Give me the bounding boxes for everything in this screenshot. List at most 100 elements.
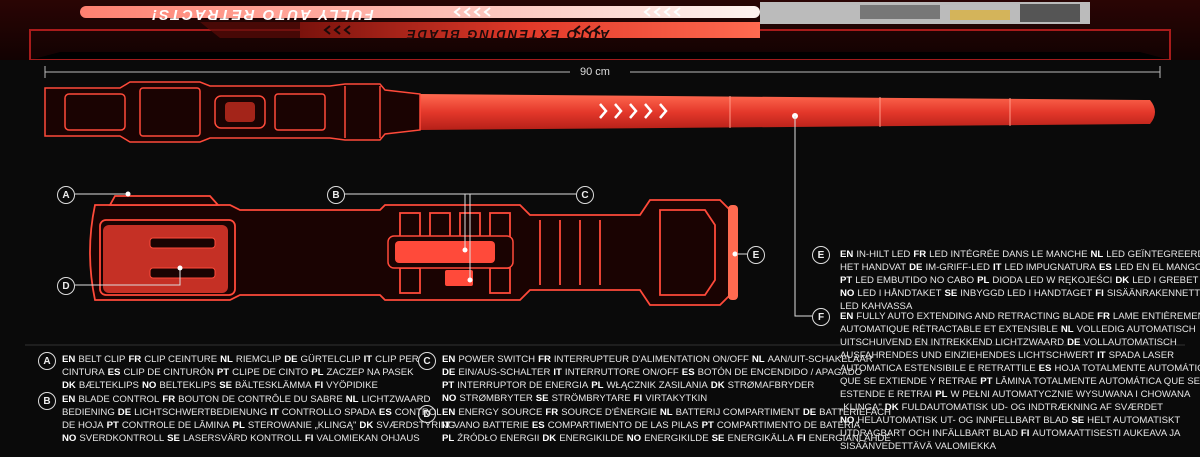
language-code: SE xyxy=(944,288,958,299)
legend-callout-a: A xyxy=(38,352,56,370)
legend-row: LED KAHVASSA xyxy=(840,300,1200,313)
translation-text: HET HANDVAT xyxy=(840,262,907,273)
language-code: DE xyxy=(802,407,817,418)
language-code: IT xyxy=(553,367,562,378)
callout-f: F xyxy=(812,308,830,326)
legend-callout-b: B xyxy=(38,392,56,410)
language-code: DE xyxy=(442,367,456,378)
language-code: DE xyxy=(284,354,298,365)
translation-text: ENERGIANLÄHDE xyxy=(808,433,891,444)
language-code: NL xyxy=(751,354,765,365)
language-code: EN xyxy=(62,354,76,365)
translation-text: SPADA LASER xyxy=(1108,350,1175,361)
callout-a: A xyxy=(57,186,75,204)
translation-text: CONTROLE DE LÂMINA xyxy=(121,420,230,431)
translation-text: AUSFAHRENDES UND EINZIEHENDES LICHTSCHWE… xyxy=(840,350,1095,361)
language-code: ES xyxy=(1098,262,1112,273)
language-code: NO xyxy=(840,415,855,426)
language-code: PT xyxy=(216,367,230,378)
translation-text: INTERRUPTEUR D'ALIMENTATION ON/OFF xyxy=(553,354,749,365)
language-code: NL xyxy=(1090,249,1104,260)
language-code: FR xyxy=(545,407,559,418)
callout-b: B xyxy=(327,186,345,204)
translation-text: ŹRÓDŁO ENERGII xyxy=(457,433,540,444)
legend-row: AUSFAHRENDES UND EINZIEHENDES LICHTSCHWE… xyxy=(840,349,1200,362)
translation-text: LICHTSCHWERTBEDIENUNG xyxy=(134,407,268,418)
language-code: PL xyxy=(311,367,324,378)
translation-text: SISÄÄNVEDETTÄVÄ VALOMIEKKA xyxy=(840,441,997,452)
language-code: FR xyxy=(913,249,927,260)
language-code: EN xyxy=(442,407,456,418)
translation-text: BELT CLIP xyxy=(78,354,126,365)
translation-text: UTDRAGBART OCH INFÄLLBART BLAD xyxy=(840,428,1018,439)
language-code: FR xyxy=(128,354,142,365)
translation-text: BATTERIJ COMPARTIMENT xyxy=(675,407,800,418)
translation-text: SVERDKONTROLL xyxy=(79,433,165,444)
translation-text: POWER SWITCH xyxy=(458,354,536,365)
translation-text: ENERGY SOURCE xyxy=(458,407,543,418)
translation-text: VANO BATTERIE xyxy=(453,420,529,431)
translation-text: CLIPE DE CINTO xyxy=(232,367,309,378)
translation-text: VYÖPIDIKE xyxy=(326,380,378,391)
language-code: PT xyxy=(701,420,714,431)
language-code: NO xyxy=(626,433,642,444)
translation-text: LED EMBUTIDO NO CABO xyxy=(855,275,975,286)
translation-text: CLIP PER xyxy=(375,354,419,365)
language-code: DE xyxy=(1067,337,1081,348)
language-code: FI xyxy=(633,393,643,404)
language-code: SE xyxy=(167,433,180,444)
translation-text: COMPARTIMENTO DE BATERIA xyxy=(716,420,861,431)
translation-text: GÜRTELCLIP xyxy=(300,354,361,365)
language-code: FI xyxy=(1020,428,1030,439)
hilt-closeup-illustration xyxy=(89,195,738,306)
translation-text: BÄLTESKLÄMMA xyxy=(235,380,312,391)
translation-text: WŁĄCZNIK ZASILANIA xyxy=(606,380,708,391)
translation-text: AUTOMAATTISESTI AUKEAVA JA xyxy=(1032,428,1181,439)
callout-d: D xyxy=(57,277,75,295)
language-code: EN xyxy=(62,394,76,405)
translation-text: INBYGGD LED I HANDTAGET xyxy=(960,288,1093,299)
translation-text: STRØMAFBRYDER xyxy=(727,380,815,391)
translation-text: AUTOMATICA ESTENSIBILE E RETRATTILE xyxy=(840,363,1036,374)
translation-text: BLADE CONTROL xyxy=(78,394,160,405)
translation-text: INTERRUTTORE ON/OFF xyxy=(564,367,679,378)
language-code: DK xyxy=(359,420,374,431)
language-code: FI xyxy=(314,380,324,391)
extend-chevrons xyxy=(599,103,668,119)
translation-text: SVÆRDSTYRING xyxy=(376,420,456,431)
translation-text: IN-HILT LED xyxy=(856,249,911,260)
translation-text: SISÄÄNRAKENNETTU xyxy=(1106,288,1200,299)
translation-text: IM-GRIFF-LED xyxy=(925,262,990,273)
language-code: NL xyxy=(220,354,233,365)
language-code: IT xyxy=(363,354,373,365)
translation-text: LED GEÏNTEGREERD IN xyxy=(1106,249,1200,260)
translation-text: LED INTÉGRÉE DANS LE MANCHE xyxy=(929,249,1088,260)
language-code: FI xyxy=(304,433,314,444)
translation-text: LED I HÅNDTAKET xyxy=(857,288,942,299)
arrow-chevrons-top xyxy=(323,7,681,35)
translation-text: CLIP CEINTURE xyxy=(144,354,218,365)
translation-text: CINTURA xyxy=(62,367,105,378)
translation-text: AAN/UIT-SCHAKELAAR xyxy=(767,354,873,365)
language-code: NO xyxy=(62,433,77,444)
translation-text: LAME ENTIÈREMENT xyxy=(1112,311,1200,322)
translation-text: BOTÓN DE ENCENDIDO / APAGADO xyxy=(697,367,863,378)
callout-c: C xyxy=(576,186,594,204)
